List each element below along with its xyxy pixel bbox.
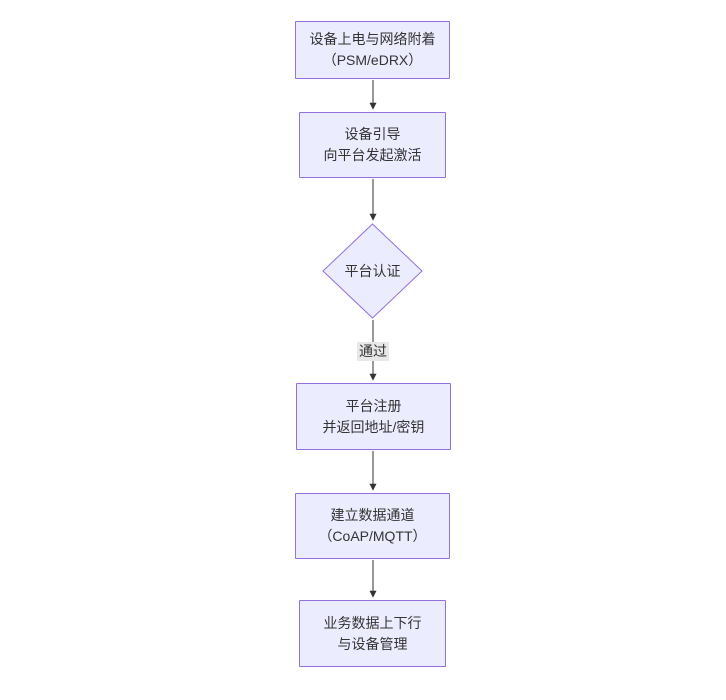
- decision-platform-auth: 平台认证: [322, 223, 423, 319]
- node-platform-register: 平台注册 并返回地址/密钥: [296, 383, 451, 450]
- edge-label-pass: 通过: [357, 342, 389, 361]
- node-bootstrap-line1: 设备引导: [344, 126, 401, 142]
- node-power-attach-line2: （PSM/eDRX）: [322, 52, 423, 68]
- node-business-data: 业务数据上下行 与设备管理: [299, 600, 446, 667]
- diamond-shape-icon: [322, 223, 423, 319]
- node-power-attach-line1: 设备上电与网络附着: [309, 31, 436, 47]
- node-platform-register-line1: 平台注册: [345, 397, 402, 414]
- node-data-channel-line2: （CoAP/MQTT）: [318, 528, 427, 544]
- node-data-channel-line1: 建立数据通道: [330, 507, 415, 523]
- node-business-data-line2: 与设备管理: [337, 635, 408, 652]
- node-data-channel: 建立数据通道 （CoAP/MQTT）: [295, 493, 450, 559]
- node-power-attach: 设备上电与网络附着 （PSM/eDRX）: [295, 21, 450, 79]
- decision-platform-auth-label: 平台认证: [344, 262, 401, 279]
- node-business-data-line1: 业务数据上下行: [323, 614, 422, 631]
- node-platform-register-line2: 并返回地址/密钥: [322, 418, 425, 435]
- node-bootstrap-line2: 向平台发起激活: [323, 147, 422, 163]
- node-bootstrap: 设备引导 向平台发起激活: [299, 112, 446, 178]
